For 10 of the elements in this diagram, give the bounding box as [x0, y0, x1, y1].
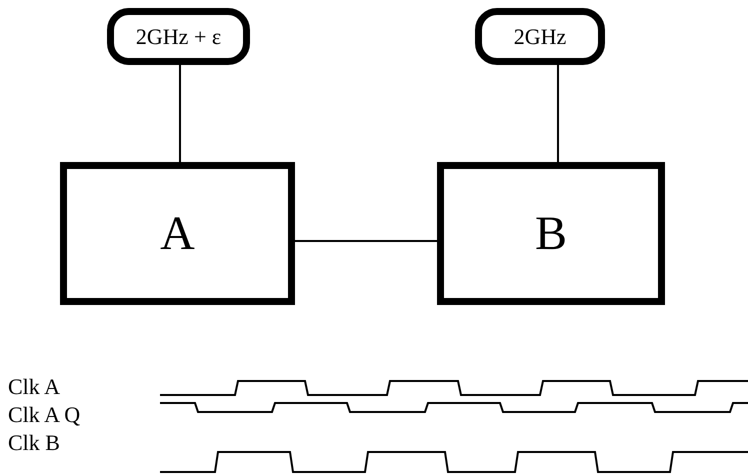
connector-line	[179, 65, 181, 162]
clock-source-box: 2GHz	[475, 8, 605, 65]
signal-label: Clk A	[8, 374, 60, 400]
block-box: B	[437, 162, 665, 305]
clock-source-box: 2GHz + ε	[107, 8, 250, 65]
block-box: A	[60, 162, 295, 305]
signal-label: Clk A Q	[8, 402, 80, 428]
connector-line	[295, 240, 437, 242]
signal-label: Clk B	[8, 430, 60, 456]
connector-line	[557, 65, 559, 162]
